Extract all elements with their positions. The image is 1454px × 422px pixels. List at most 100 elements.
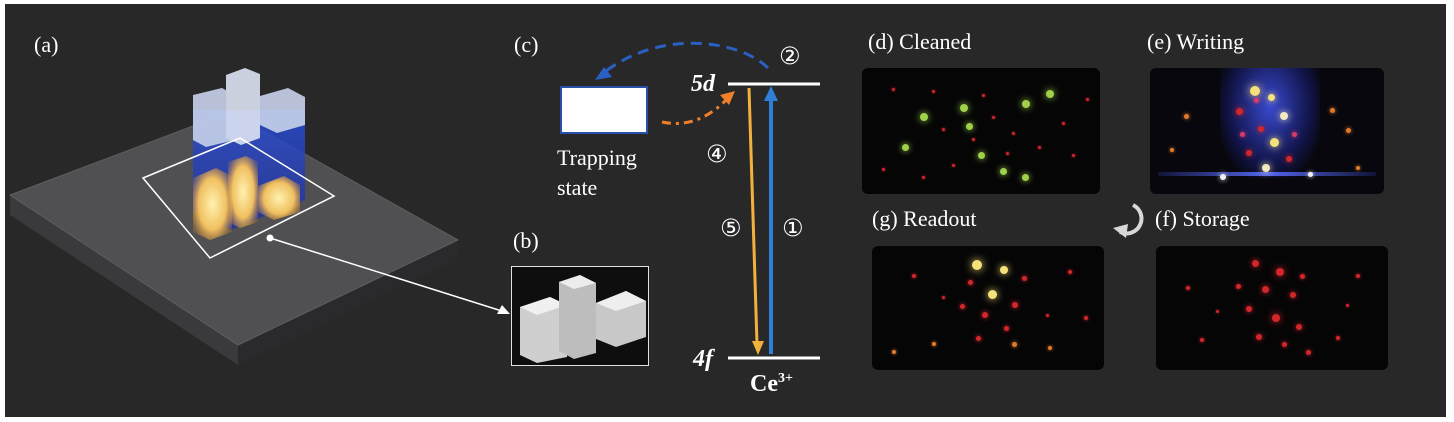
- luminescent-spot: [1254, 98, 1259, 103]
- panel-label-b: (b): [513, 228, 539, 253]
- luminescent-spot: [1072, 154, 1075, 157]
- luminescent-spot: [1356, 166, 1360, 170]
- emission-arrow: [747, 87, 759, 345]
- luminescent-spot: [912, 274, 916, 278]
- panel-label-a: (a): [34, 32, 59, 57]
- trap-transfer-arrowhead: [595, 67, 612, 80]
- luminescent-spot: [978, 152, 985, 159]
- luminescent-spot: [1046, 314, 1049, 317]
- luminescent-spot: [1170, 148, 1174, 152]
- panel-label-d: (d) Cleaned: [868, 29, 972, 54]
- luminescent-spot: [942, 296, 945, 299]
- luminescent-spot: [1084, 316, 1088, 320]
- luminescent-spot: [1290, 292, 1296, 298]
- luminescent-spot: [1022, 174, 1029, 181]
- luminescent-spot: [1086, 98, 1089, 101]
- luminescent-spot: [1308, 172, 1313, 177]
- lower-level-label: 4f: [693, 346, 713, 372]
- luminescent-spot: [932, 90, 935, 93]
- emission-arrowhead: [752, 341, 764, 355]
- luminescent-spot: [1286, 156, 1292, 162]
- luminescent-spot: [922, 176, 925, 179]
- luminescent-spot: [1184, 114, 1189, 119]
- luminescent-spot: [1346, 128, 1351, 133]
- luminescent-spot: [1022, 276, 1027, 281]
- luminescent-spot: [1306, 350, 1311, 355]
- luminescent-spot: [1276, 268, 1284, 276]
- inset-image-b: [511, 266, 649, 366]
- luminescent-spot: [1346, 304, 1349, 307]
- luminescent-spot: [1216, 310, 1219, 313]
- luminescent-spot: [1256, 334, 1262, 340]
- detrap-arrow: [661, 96, 730, 125]
- luminescent-spot: [902, 144, 909, 151]
- inset-blocks: [520, 275, 646, 363]
- luminescent-spot: [1000, 266, 1008, 274]
- luminescent-spot: [1012, 342, 1017, 347]
- luminescent-spot: [1240, 132, 1245, 137]
- luminescent-spot: [1186, 286, 1190, 290]
- panel-label-f: (f) Storage: [1155, 206, 1250, 231]
- luminescent-spot: [1282, 342, 1287, 347]
- luminescent-spot: [1006, 152, 1009, 155]
- luminescent-spot: [1300, 274, 1305, 279]
- luminescent-spot: [988, 290, 997, 299]
- luminescent-spot: [882, 168, 885, 171]
- luminescent-spot: [892, 350, 896, 354]
- trapping-state-label-line1: Trapping: [557, 145, 637, 170]
- write-region-outline: [141, 137, 336, 259]
- photo-readout: [872, 246, 1104, 370]
- luminescent-spot: [1038, 146, 1041, 149]
- ghost-blocks: [193, 68, 305, 147]
- luminescent-spot: [1292, 132, 1297, 137]
- luminescent-spot: [942, 128, 945, 131]
- luminescent-spot: [966, 123, 973, 130]
- luminescent-spot: [960, 104, 968, 112]
- luminescent-spot: [976, 336, 981, 341]
- luminescent-spot: [1022, 100, 1030, 108]
- trapping-state-label-line2: state: [557, 175, 598, 200]
- luminescent-spot: [1000, 168, 1007, 175]
- trapping-state-box: [560, 86, 648, 134]
- luminescent-spot: [1280, 112, 1288, 120]
- luminescent-spot: [1246, 306, 1252, 312]
- luminescent-spot: [982, 94, 985, 97]
- luminescent-spot: [1236, 284, 1241, 289]
- luminescent-spot: [1296, 324, 1302, 330]
- panel-label-c: (c): [514, 32, 539, 57]
- luminescent-spot: [1246, 150, 1252, 156]
- step-1-marker: ①: [782, 214, 804, 242]
- step-5-marker: ⑤: [720, 214, 742, 242]
- step-4-marker: ④: [706, 140, 728, 168]
- luminescent-spot: [1272, 314, 1280, 322]
- luminescent-spot: [1336, 336, 1340, 340]
- written-blocks: [193, 156, 300, 240]
- luminescent-spot: [1262, 164, 1270, 172]
- substrate-slab: [8, 111, 460, 365]
- luminescent-spot: [1356, 274, 1360, 278]
- luminescent-spot: [932, 342, 936, 346]
- ion-label: Ce3+: [750, 371, 793, 397]
- photo-writing: [1150, 68, 1384, 194]
- photo-cleaned: [862, 68, 1100, 194]
- luminescent-spot: [972, 260, 982, 270]
- step-2-marker: ②: [779, 42, 801, 70]
- luminescent-spot: [1270, 138, 1279, 147]
- luminescent-spot: [1262, 286, 1269, 293]
- luminescent-spot: [892, 88, 895, 91]
- detrap-arrowhead: [720, 91, 735, 105]
- luminescent-spot: [1062, 122, 1065, 125]
- pointer-arrowhead: [497, 305, 510, 314]
- luminescent-spot: [968, 280, 973, 285]
- trap-transfer-arrow: [601, 41, 770, 76]
- luminescent-spot: [920, 113, 928, 121]
- luminescent-spot: [992, 116, 995, 119]
- luminescent-spot: [960, 304, 965, 309]
- upper-level-label: 5d: [691, 71, 715, 97]
- luminescent-spot: [972, 138, 975, 141]
- luminescent-spot: [1012, 132, 1015, 135]
- luminescent-spot: [1220, 174, 1226, 180]
- luminescent-spot: [1004, 326, 1009, 331]
